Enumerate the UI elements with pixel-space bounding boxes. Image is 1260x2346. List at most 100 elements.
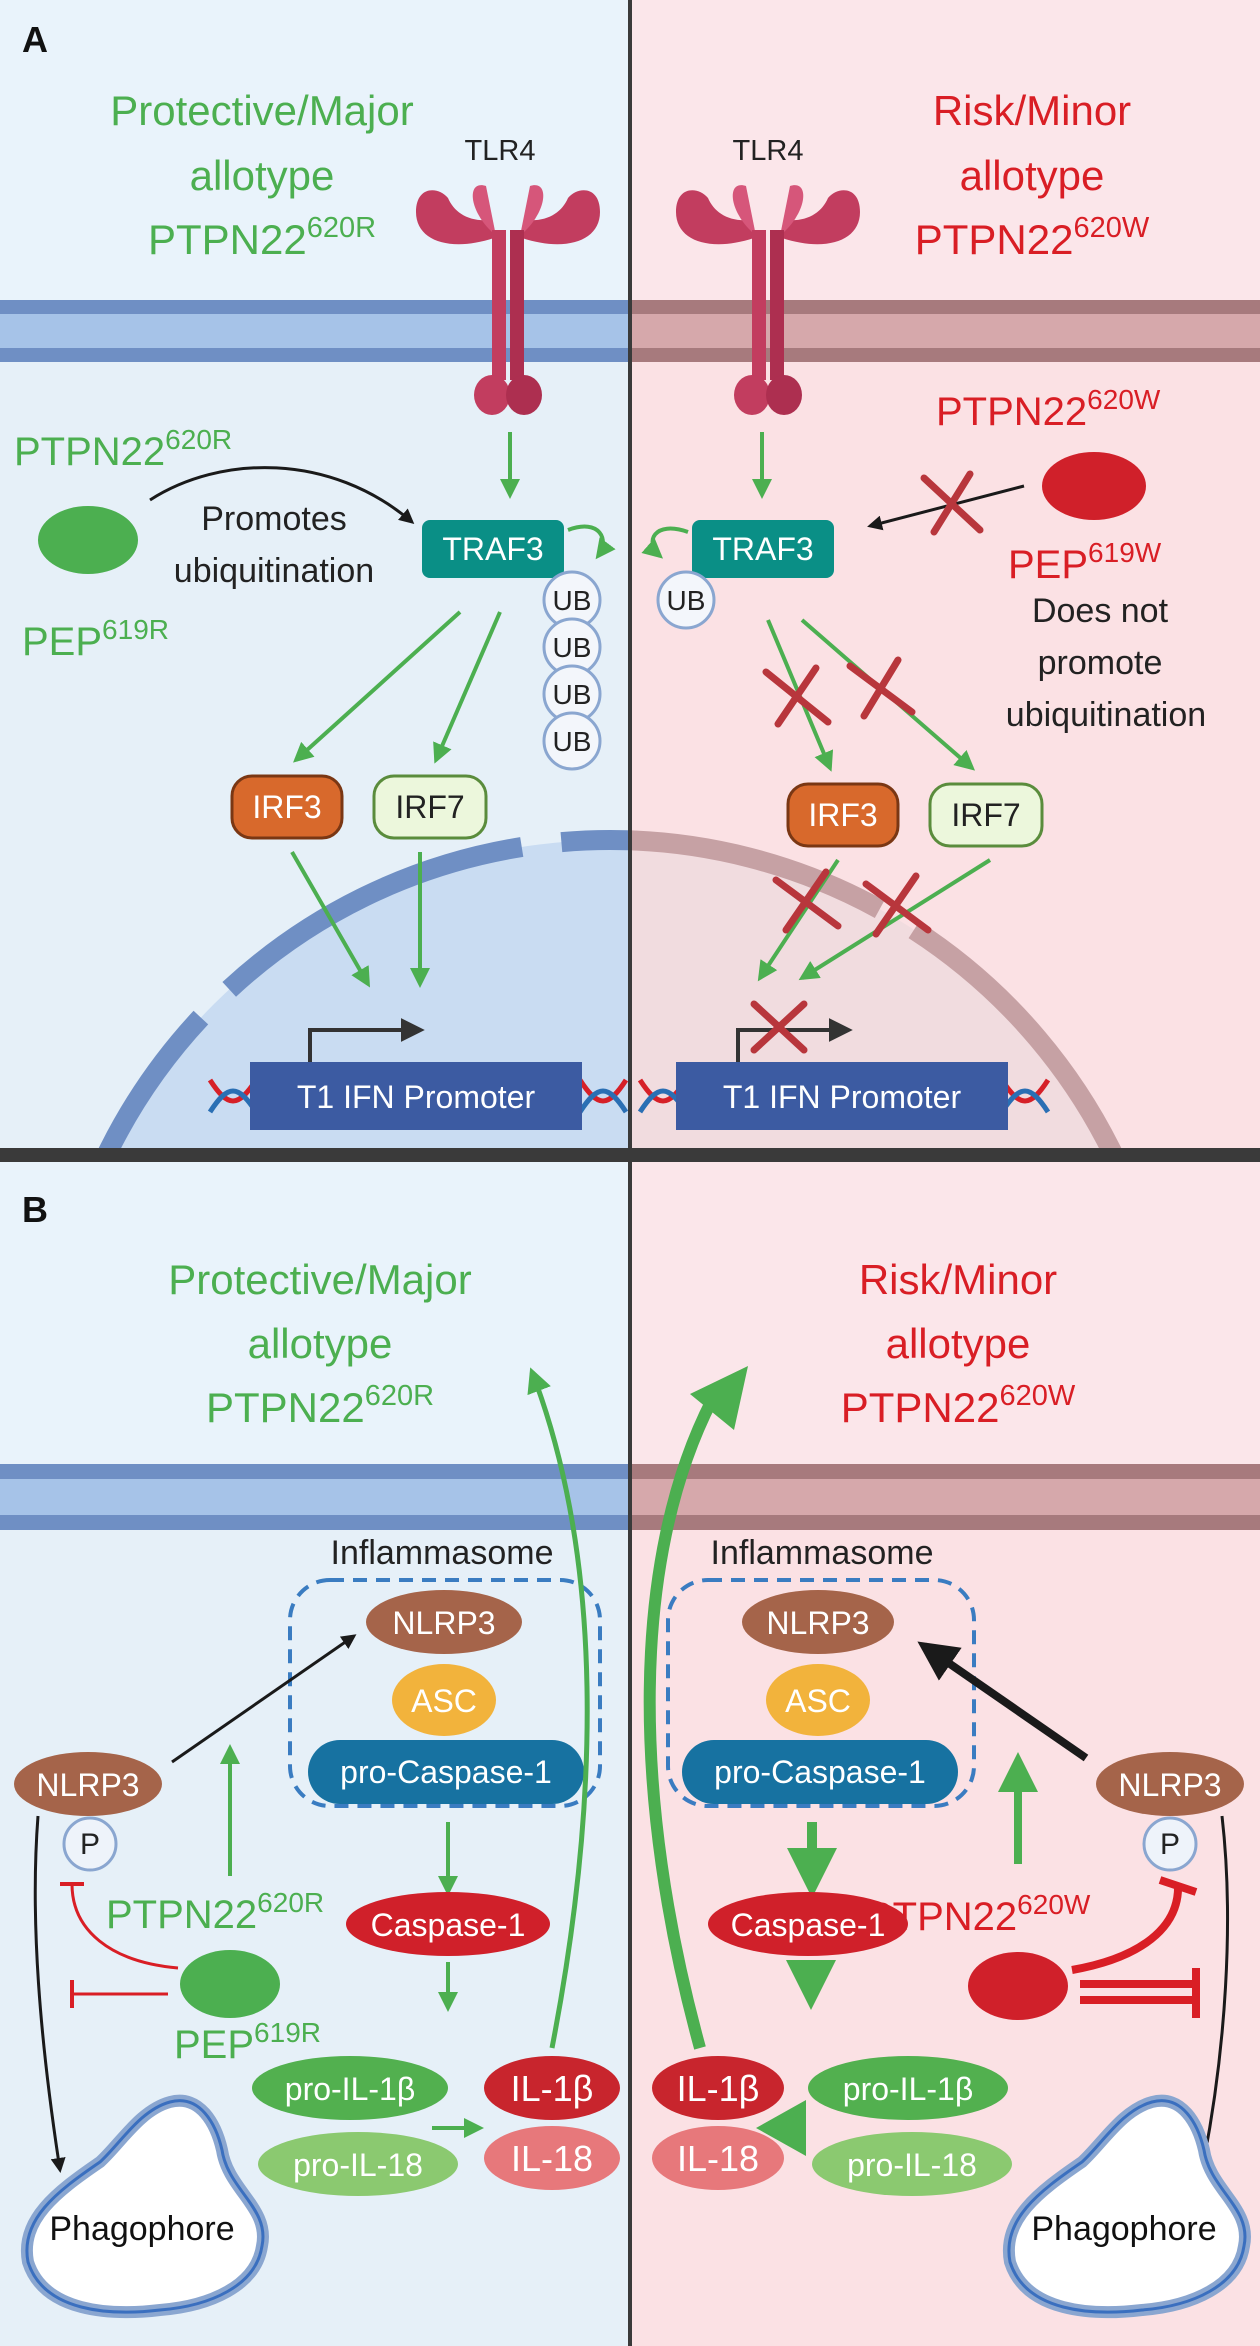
tlr4-label-left: TLR4 xyxy=(465,135,536,167)
phospho-right-label: P xyxy=(1160,1828,1180,1861)
il1b-right xyxy=(652,2056,784,2120)
irf7-right-label: IRF7 xyxy=(951,797,1020,833)
nlrp3-phospho-right xyxy=(1096,1752,1244,1816)
panel-a-letter: A xyxy=(22,19,48,60)
center-divider xyxy=(628,0,632,2346)
caspase-1-right-label: Caspase-1 xyxy=(731,1907,886,1943)
ptpn22-620w-label-b: PTPN22620W xyxy=(866,1889,1091,1939)
svg-text:UB: UB xyxy=(553,632,592,663)
pro-il1b-left-label: pro-IL-1β xyxy=(285,2071,415,2107)
il1b-left xyxy=(484,2056,620,2120)
panel-a-left-title: Protective/Major allotype PTPN22620R xyxy=(110,87,413,263)
irf3-right xyxy=(786,782,900,848)
svg-text:allotype: allotype xyxy=(960,152,1105,199)
svg-text:PTPN22620W: PTPN22620W xyxy=(841,1380,1076,1431)
phospho-left-label: P xyxy=(80,1828,100,1861)
svg-text:Does not: Does not xyxy=(1032,592,1169,630)
pep-619r-protein-b xyxy=(180,1950,280,2018)
pro-caspase-right-label: pro-Caspase-1 xyxy=(714,1754,926,1790)
traf3-left xyxy=(422,520,564,578)
pep-619r-protein-a xyxy=(38,506,138,574)
pro-caspase-left xyxy=(308,1740,584,1804)
il18-right xyxy=(652,2126,784,2190)
nlrp3-right-complex xyxy=(742,1590,894,1654)
block-crosses-traf3-irf xyxy=(762,656,916,728)
svg-text:promote: promote xyxy=(1038,644,1163,682)
arrow-nlrp3-inflammasome-right xyxy=(917,1641,1089,1762)
tlr4-receptor-right xyxy=(676,185,860,415)
pep-619w-label-a: PEP619W xyxy=(1008,537,1162,587)
svg-text:PTPN22620W: PTPN22620W xyxy=(915,212,1150,263)
arrow-secretion-right-head xyxy=(690,1366,748,1430)
irf3-right-label: IRF3 xyxy=(808,797,877,833)
svg-text:Promotes: Promotes xyxy=(201,500,347,538)
block-crosses-irf-promoter xyxy=(772,868,932,938)
nlrp3-right-complex-label: NLRP3 xyxy=(766,1605,869,1641)
ub-chain-left: UB UB UB UB xyxy=(542,570,602,771)
arrow-traf3-irf7-left xyxy=(433,611,502,764)
irf7-left xyxy=(372,774,488,840)
pep-619w-protein-a xyxy=(1042,452,1146,520)
panel-a-right-title: Risk/Minor allotype PTPN22620W xyxy=(915,87,1150,263)
pep-619r-label-b: PEP619R xyxy=(174,2017,321,2067)
pro-il18-right xyxy=(812,2132,1012,2196)
il18-left xyxy=(484,2126,620,2190)
t1-ifn-promoter-left-label: T1 IFN Promoter xyxy=(297,1079,536,1115)
svg-text:UB: UB xyxy=(553,585,592,616)
traf3-right xyxy=(692,520,834,578)
ptpn22-620r-label-a: PTPN22620R xyxy=(14,424,232,474)
phospho-left xyxy=(62,1816,118,1872)
ptpn22-620r-label-b: PTPN22620R xyxy=(106,1887,324,1937)
inflammasome-label-left: Inflammasome xyxy=(331,1534,554,1572)
pro-il18-left-label: pro-IL-18 xyxy=(293,2147,423,2183)
inflammasome-box-left xyxy=(288,1578,602,1808)
irf3-left xyxy=(230,774,344,840)
block-cross-ubiquitination xyxy=(920,470,984,536)
phospho-right xyxy=(1142,1816,1198,1872)
arrow-secretion-left xyxy=(527,1367,590,2049)
inhibit-phospho-left xyxy=(70,1883,179,1970)
arrow-irf3-promoter-right xyxy=(757,858,840,982)
svg-text:ubiquitination: ubiquitination xyxy=(1006,696,1206,734)
arrow-nlrp3-inflammasome-left xyxy=(171,1634,357,1764)
svg-text:PTPN22620R: PTPN22620R xyxy=(206,1380,434,1431)
arrow-nlrp3-phagophore-left xyxy=(33,1815,66,2173)
t1-ifn-promoter-left xyxy=(250,1062,582,1130)
asc-right-label: ASC xyxy=(785,1683,851,1719)
phagophore-left-label: Phagophore xyxy=(49,2210,234,2248)
il1b-right-label: IL-1β xyxy=(677,2068,760,2109)
asc-left xyxy=(392,1664,496,1736)
inhibit-phospho-right xyxy=(1071,1883,1183,1974)
caspase-1-left-label: Caspase-1 xyxy=(371,1907,526,1943)
traf3-left-label: TRAF3 xyxy=(442,531,543,567)
svg-text:UB: UB xyxy=(667,585,706,616)
svg-text:UB: UB xyxy=(553,726,592,757)
svg-text:allotype: allotype xyxy=(190,152,335,199)
block-cross-transcription xyxy=(750,1000,808,1054)
panel-b-left-title: Protective/Major allotype PTPN22620R xyxy=(168,1256,471,1431)
pro-caspase-right xyxy=(682,1740,958,1804)
nlrp3-left-complex xyxy=(366,1590,522,1654)
svg-text:ubiquitination: ubiquitination xyxy=(174,552,374,590)
irf7-right xyxy=(928,782,1044,848)
tlr4-receptor-left xyxy=(416,185,600,415)
svg-text:PTPN22620R: PTPN22620R xyxy=(148,212,376,263)
svg-text:allotype: allotype xyxy=(886,1320,1031,1367)
arrow-traf3-irf3-left xyxy=(293,610,462,763)
irf7-left-label: IRF7 xyxy=(395,789,464,825)
pro-il18-left xyxy=(258,2132,458,2196)
tlr4-label-right: TLR4 xyxy=(733,135,804,167)
does-not-promote-text: Does not promote ubiquitination xyxy=(1006,592,1206,734)
ub-right: UB xyxy=(656,570,716,630)
panel-b-right-title: Risk/Minor allotype PTPN22620W xyxy=(841,1256,1076,1431)
svg-text:UB: UB xyxy=(553,679,592,710)
svg-text:Protective/Major: Protective/Major xyxy=(168,1256,471,1303)
arrow-irf7-promoter-right xyxy=(798,858,992,981)
pro-il1b-right xyxy=(808,2056,1008,2120)
panel-divider xyxy=(0,1148,1260,1162)
asc-right xyxy=(766,1664,870,1736)
traf3-right-label: TRAF3 xyxy=(712,531,813,567)
ptpn22-620w-label-a: PTPN22620W xyxy=(936,384,1161,434)
svg-text:Risk/Minor: Risk/Minor xyxy=(859,1256,1057,1303)
